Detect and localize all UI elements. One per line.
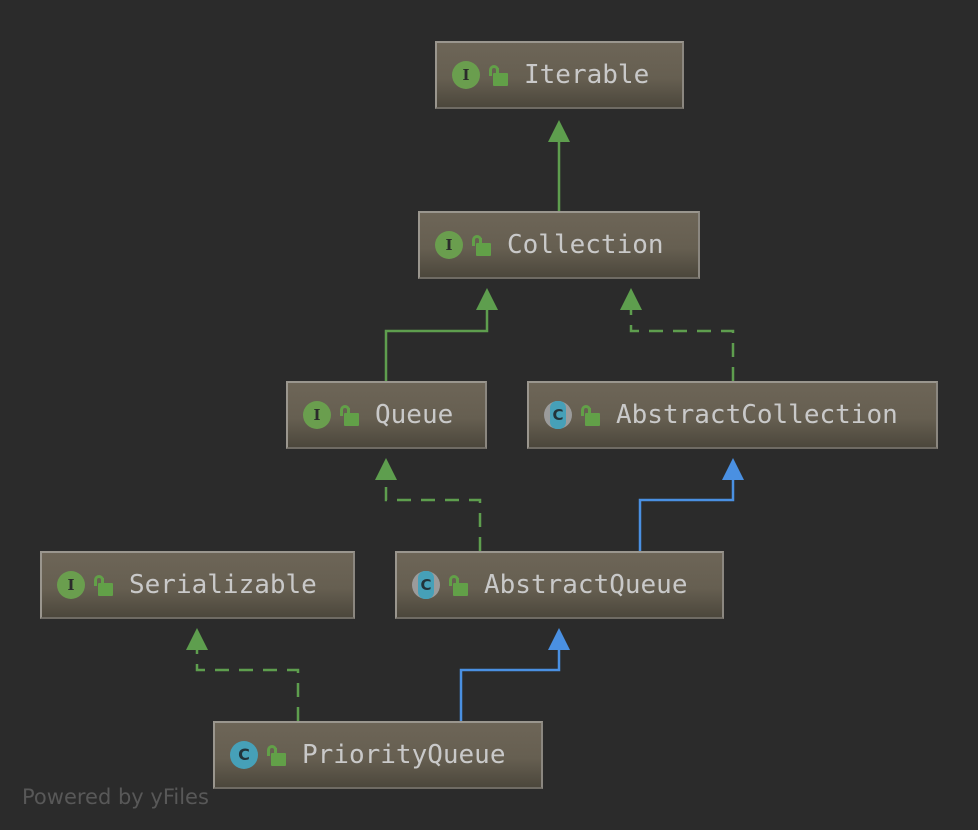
padlock-body [98, 583, 113, 596]
abstract-capsule [550, 401, 566, 429]
arrowhead-priorityqueue-extends-abstractqueue [548, 628, 570, 650]
class-node-queue[interactable]: I Queue [286, 381, 487, 449]
unlocked-padlock-icon [580, 402, 602, 428]
interface-glyph: I [445, 236, 453, 254]
padlock-body [453, 583, 468, 596]
edge-queue-extends-collection [384, 310, 489, 381]
node-label: Queue [375, 400, 454, 430]
abstract-class-glyph: C [420, 576, 432, 594]
abstract-class-icon: C [411, 570, 441, 600]
edge-abstractqueue-implements-queue [384, 480, 482, 551]
edge-abstractqueue-extends-abstractcollection [638, 480, 735, 551]
padlock-body [271, 753, 286, 766]
node-icons: I [451, 60, 510, 90]
padlock-body [476, 243, 491, 256]
abstract-class-icon: C [543, 400, 573, 430]
interface-disc [57, 571, 85, 599]
class-node-collection[interactable]: I Collection [418, 211, 700, 279]
interface-icon: I [434, 230, 464, 260]
class-node-iterable[interactable]: I Iterable [435, 41, 684, 109]
node-label: Collection [507, 230, 664, 260]
interface-icon: I [56, 570, 86, 600]
padlock-shackle [472, 235, 482, 246]
arrowhead-priorityqueue-implements-serializable [186, 628, 208, 650]
node-icons: I [302, 400, 361, 430]
class-node-serializable[interactable]: I Serializable [40, 551, 355, 619]
arrowhead-abstractqueue-extends-abstractcollection [722, 458, 744, 480]
padlock-body [585, 413, 600, 426]
arrowhead-abstractqueue-implements-queue [375, 458, 397, 480]
padlock-body [493, 73, 508, 86]
padlock-shackle [94, 575, 104, 586]
node-label: AbstractQueue [484, 570, 688, 600]
padlock-shackle [449, 575, 459, 586]
interface-icon: I [451, 60, 481, 90]
interface-glyph: I [462, 66, 470, 84]
node-icons: C [229, 740, 288, 770]
unlocked-padlock-icon [471, 232, 493, 258]
node-icons: I [434, 230, 493, 260]
interface-disc [435, 231, 463, 259]
unlocked-padlock-icon [339, 402, 361, 428]
node-icons: C [411, 570, 470, 600]
unlocked-padlock-icon [93, 572, 115, 598]
interface-icon: I [302, 400, 332, 430]
class-node-abstract-queue[interactable]: C AbstractQueue [395, 551, 724, 619]
node-label: PriorityQueue [302, 740, 506, 770]
class-disc [230, 741, 258, 769]
unlocked-padlock-icon [488, 62, 510, 88]
node-icons: C [543, 400, 602, 430]
node-label: AbstractCollection [616, 400, 898, 430]
padlock-shackle [340, 405, 350, 416]
class-glyph: C [238, 745, 250, 764]
node-label: Iterable [524, 60, 650, 90]
arrowhead-abstractcollection-implements-collection [620, 288, 642, 310]
padlock-body [344, 413, 359, 426]
interface-disc [303, 401, 331, 429]
unlocked-padlock-icon [448, 572, 470, 598]
padlock-shackle [581, 405, 591, 416]
class-node-priority-queue[interactable]: C PriorityQueue [213, 721, 543, 789]
edge-priorityqueue-implements-serializable [195, 650, 300, 721]
padlock-shackle [267, 745, 277, 756]
abstract-class-glyph: C [552, 406, 564, 424]
edge-priorityqueue-extends-abstractqueue [459, 650, 561, 721]
unlocked-padlock-icon [266, 742, 288, 768]
interface-glyph: I [313, 406, 321, 424]
interface-glyph: I [67, 576, 75, 594]
class-node-abstract-collection[interactable]: C AbstractCollection [527, 381, 938, 449]
padlock-shackle [489, 65, 499, 76]
node-label: Serializable [129, 570, 317, 600]
arrowhead-queue-extends-collection [476, 288, 498, 310]
arrowhead-collection-extends-iterable [548, 120, 570, 142]
yfiles-watermark: Powered by yFiles [22, 785, 209, 809]
class-icon: C [229, 740, 259, 770]
interface-disc [452, 61, 480, 89]
edge-abstractcollection-implements-collection [629, 310, 735, 381]
abstract-capsule [418, 571, 434, 599]
node-icons: I [56, 570, 115, 600]
